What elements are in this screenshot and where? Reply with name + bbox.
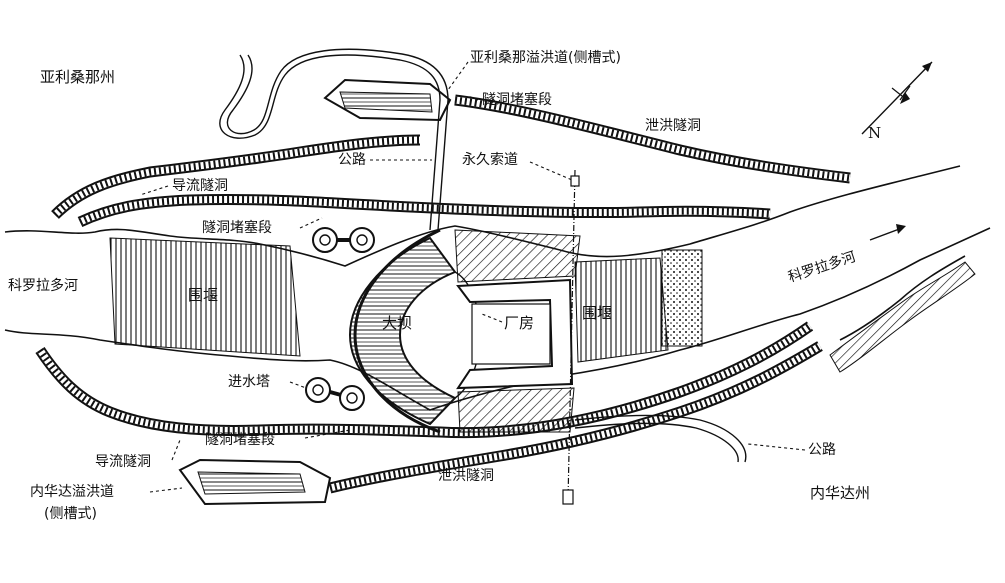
- leader-intake: [289, 381, 307, 389]
- cofferdam-downstream-fill: [661, 249, 703, 347]
- label-road-top: 公路: [338, 152, 366, 168]
- label-road-bottom: 公路: [808, 442, 836, 458]
- label-nevada-spillway-line1: 内华达溢洪道: [30, 484, 114, 500]
- diversion-tunnel-south-hatch: [37, 323, 813, 437]
- leader-diversion-top: [139, 185, 169, 196]
- powerhouse-wing-south: [457, 387, 575, 433]
- cofferdam-downstream: [574, 257, 669, 363]
- leader-tunnel-plug-bottom: [304, 429, 351, 439]
- leader-road-bottom: [747, 443, 806, 451]
- arizona-spillway-channel: [339, 91, 433, 113]
- road-north: [219, 54, 441, 231]
- label-diversion-tunnel-top: 导流隧洞: [172, 178, 228, 194]
- leader-tunnel-plug-top: [467, 95, 479, 101]
- label-cofferdam-right: 围堰: [582, 304, 612, 322]
- label-spillway-tunnel-top: 泄洪隧洞: [645, 118, 701, 134]
- label-powerhouse: 厂房: [504, 314, 534, 332]
- intake-towers-north: [312, 227, 375, 253]
- river-bank-south-east: [839, 255, 966, 341]
- river-bank-north: [4, 165, 961, 267]
- powerhouse-building: [456, 278, 574, 390]
- dam-crest: [353, 228, 441, 434]
- diversion-tunnel-north-2-hatch: [78, 195, 771, 226]
- leader-arizona-spillway: [447, 61, 469, 91]
- leader-cableway: [529, 161, 573, 181]
- label-tunnel-plug-bottom: 隧洞堵塞段: [205, 431, 275, 448]
- label-river-left: 科罗拉多河: [8, 277, 78, 294]
- nevada-spillway-channel: [197, 471, 306, 495]
- leader-tunnel-plug-mid: [299, 217, 323, 229]
- cableway-tower-south: [562, 489, 574, 505]
- spillway-tunnel-south-hatch: [329, 342, 822, 492]
- road-south-parallel: [574, 422, 739, 463]
- powerhouse-floor: [471, 303, 551, 365]
- label-nevada-spillway-line2: (侧槽式): [44, 506, 97, 522]
- label-cableway: 永久索道: [462, 151, 518, 168]
- diversion-tunnel-north-hatch: [52, 136, 421, 218]
- north-arrow-icon: [861, 61, 933, 135]
- leader-nevada-spillway: [149, 487, 183, 493]
- label-river-right: 科罗拉多河: [786, 248, 858, 286]
- label-dam: 大坝: [382, 314, 412, 332]
- label-spillway-tunnel-bottom: 泄洪隧洞: [438, 468, 494, 484]
- outlet-structure-east: [829, 261, 976, 373]
- label-intake-tower: 进水塔: [228, 374, 270, 390]
- label-north: N: [868, 124, 881, 142]
- powerhouse-wing-north: [454, 229, 581, 283]
- label-diversion-tunnel-bottom: 导流隧洞: [95, 454, 151, 470]
- flow-arrow-icon: [869, 224, 906, 241]
- road-north-parallel: [226, 48, 449, 231]
- spillway-tunnel-north-hatch: [454, 96, 851, 182]
- label-tunnel-plug-mid: 隧洞堵塞段: [202, 219, 272, 236]
- cableway-line: [567, 169, 576, 501]
- label-cofferdam-left: 围堰: [188, 286, 218, 304]
- label-arizona: 亚利桑那州: [40, 68, 115, 86]
- road-south: [574, 414, 747, 463]
- intake-towers-south: [305, 377, 365, 411]
- cofferdam-upstream: [109, 237, 301, 357]
- label-nevada: 内华达州: [810, 484, 870, 502]
- dam-body: [348, 236, 457, 426]
- label-arizona-spillway: 亚利桑那溢洪道(侧槽式): [470, 50, 621, 66]
- leader-diversion-bottom: [171, 439, 181, 461]
- label-tunnel-plug-top: 隧洞堵塞段: [482, 91, 552, 108]
- cableway-tower-north: [570, 175, 580, 187]
